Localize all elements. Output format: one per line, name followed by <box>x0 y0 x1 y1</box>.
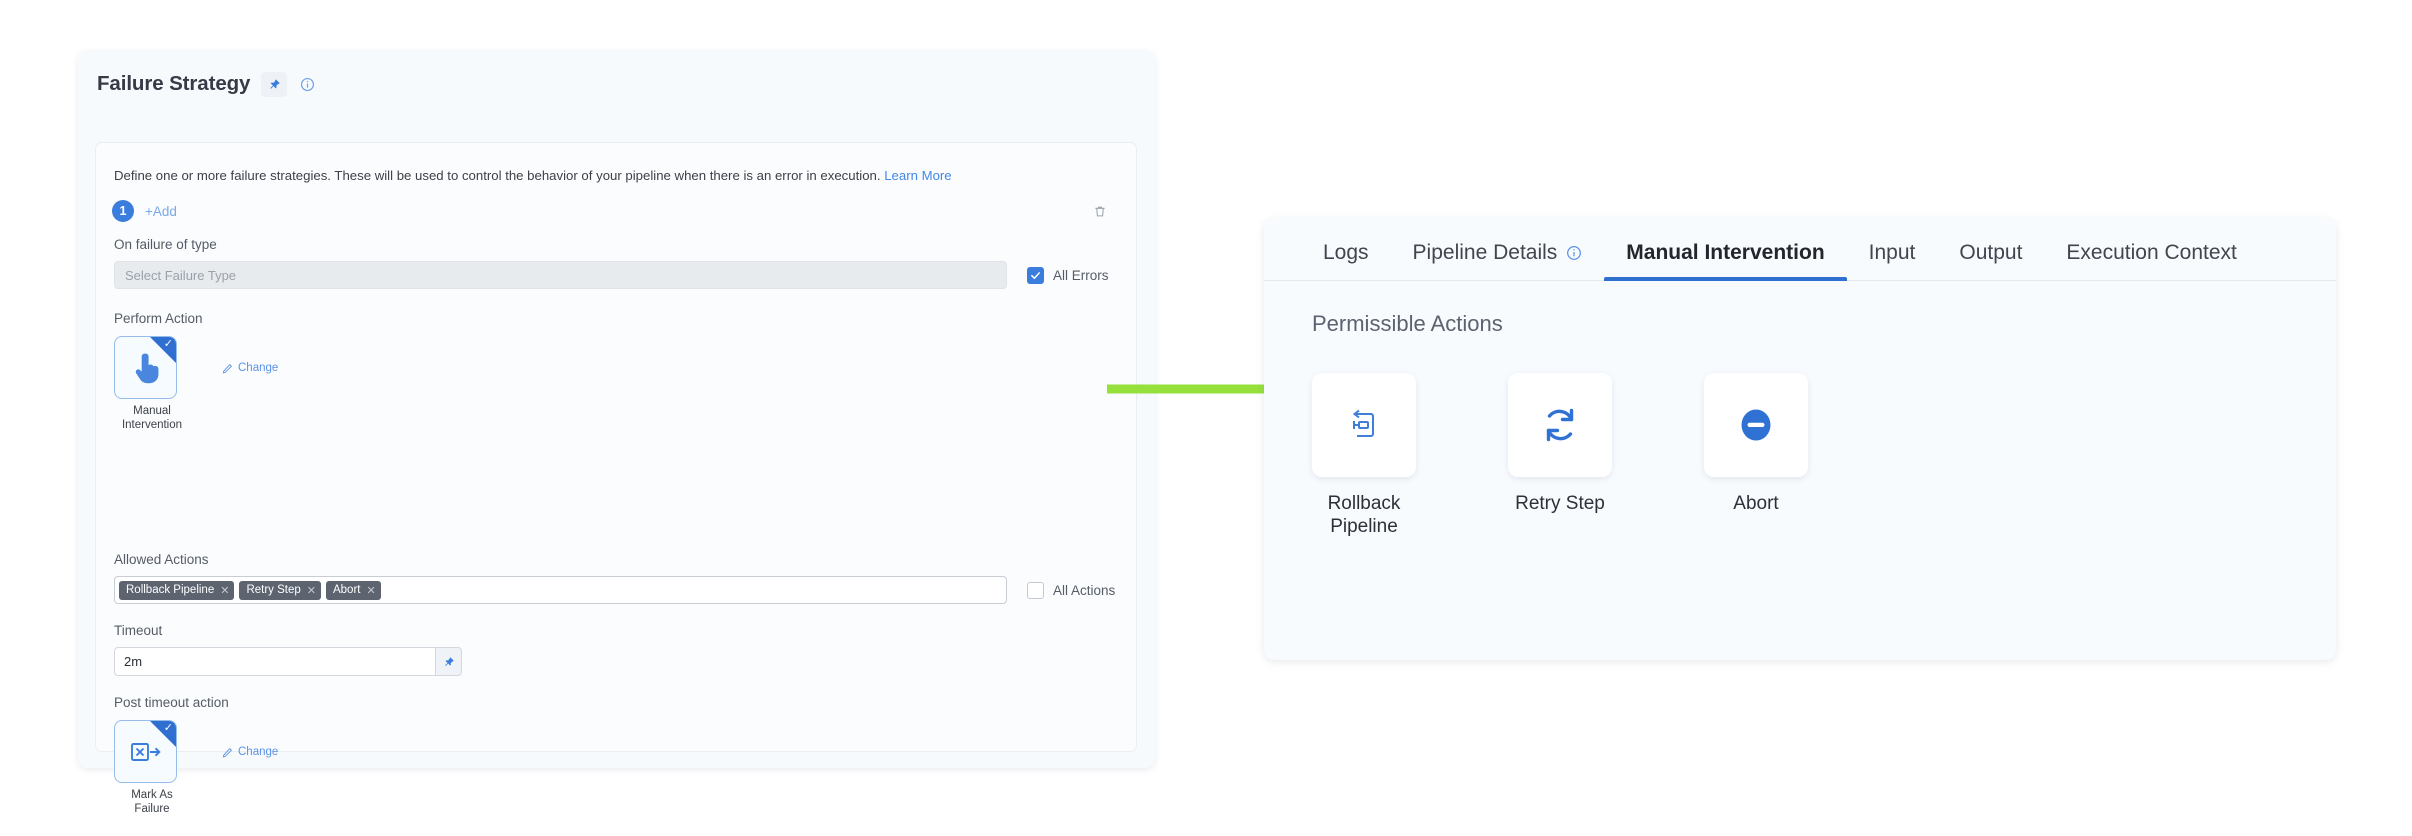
tag-label: Retry Step <box>246 584 301 596</box>
tab-label: Execution Context <box>2066 241 2237 264</box>
allowed-actions-input[interactable]: Rollback Pipeline ✕ Retry Step ✕ Abort ✕ <box>114 576 1007 604</box>
pin-icon[interactable] <box>261 71 288 97</box>
permissible-action-item: Retry Step <box>1508 373 1612 538</box>
trash-icon[interactable] <box>1090 201 1110 221</box>
post-timeout-action-label: Post timeout action <box>114 695 229 710</box>
tab-logs[interactable]: Logs <box>1301 241 1391 280</box>
selected-corner-badge <box>150 337 176 363</box>
post-timeout-change-link[interactable]: Change <box>222 746 278 758</box>
permissible-action-label: Abort <box>1733 493 1779 514</box>
permissible-action-label: Retry Step <box>1515 493 1605 514</box>
tag-item[interactable]: Retry Step ✕ <box>239 580 321 600</box>
description-text: Define one or more failure strategies. T… <box>114 168 952 183</box>
all-actions-checkbox[interactable] <box>1027 581 1044 599</box>
failure-type-select[interactable]: Select Failure Type <box>114 261 1007 289</box>
permissible-action-item: Rollback Pipeline <box>1312 373 1416 538</box>
pencil-icon <box>222 363 233 373</box>
timeout-value: 2m <box>124 654 143 669</box>
permissible-action-label: Rollback Pipeline <box>1327 493 1401 538</box>
tag-item[interactable]: Rollback Pipeline ✕ <box>119 580 235 600</box>
tag-label: Abort <box>332 584 361 596</box>
post-timeout-tile-caption: Mark As Failure <box>131 789 173 816</box>
tab-label: Output <box>1959 241 2023 264</box>
all-actions-checkbox-wrap[interactable]: All Actions <box>1027 581 1116 599</box>
change-label: Change <box>238 746 279 758</box>
permissible-actions-title: Permissible Actions <box>1312 311 1503 336</box>
all-errors-label: All Errors <box>1053 267 1109 283</box>
failure-strategy-card: Failure Strategy Define one or more fail… <box>78 50 1155 815</box>
page-title: Failure Strategy <box>97 72 251 95</box>
tag-remove-icon[interactable]: ✕ <box>366 584 376 597</box>
check-icon: ✓ <box>163 338 173 350</box>
info-circle-icon[interactable] <box>1566 245 1582 261</box>
retry-step-button[interactable] <box>1508 373 1612 477</box>
failure-strategy-header: Failure Strategy <box>78 50 1155 100</box>
tag-item[interactable]: Abort ✕ <box>325 580 381 600</box>
tab-label: Pipeline Details <box>1412 241 1558 264</box>
abort-button[interactable] <box>1704 373 1808 477</box>
all-actions-label: All Actions <box>1053 582 1116 598</box>
allowed-actions-group: Allowed Actions Rollback Pipeline ✕ Retr… <box>114 552 1115 604</box>
all-errors-checkbox[interactable] <box>1027 266 1044 284</box>
add-strategy-row: 1 +Add <box>112 200 177 222</box>
tab-execution-context[interactable]: Execution Context <box>2044 241 2258 280</box>
on-failure-of-type-label: On failure of type <box>114 237 217 252</box>
learn-more-link[interactable]: Learn More <box>884 168 952 183</box>
check-icon: ✓ <box>163 722 173 734</box>
timeout-label: Timeout <box>114 623 163 638</box>
tab-label: Input <box>1868 241 1916 264</box>
timeout-pin-icon[interactable] <box>436 647 462 676</box>
abort-minus-circle-icon <box>1741 409 1771 441</box>
rollback-pipeline-button[interactable] <box>1312 373 1416 477</box>
strategy-number-badge: 1 <box>112 200 134 222</box>
tab-label: Logs <box>1323 241 1369 264</box>
failure-strategy-body: Define one or more failure strategies. T… <box>95 142 1137 815</box>
perform-action-label: Perform Action <box>114 311 203 326</box>
on-failure-of-type-group: On failure of type Select Failure Type A… <box>114 237 1109 289</box>
tab-input[interactable]: Input <box>1847 241 1938 280</box>
description-label: Define one or more failure strategies. T… <box>114 168 881 183</box>
allowed-actions-label: Allowed Actions <box>114 552 209 567</box>
perform-action-change-link[interactable]: Change <box>222 362 278 374</box>
all-errors-checkbox-wrap[interactable]: All Errors <box>1027 266 1109 284</box>
step-details-panel: Logs Pipeline Details Manual Interventio… <box>1264 218 2336 660</box>
retry-refresh-icon <box>1546 408 1574 442</box>
tab-manual-intervention[interactable]: Manual Intervention <box>1604 241 1848 281</box>
permissible-actions-grid: Rollback Pipeline Retry Step <box>1312 373 2336 538</box>
tab-pipeline-details[interactable]: Pipeline Details <box>1391 241 1605 280</box>
rollback-pipeline-icon <box>1352 409 1374 437</box>
perform-action-tile-caption: Manual Intervention <box>121 405 183 432</box>
post-timeout-action-tile[interactable]: ✓ <box>114 720 177 783</box>
tab-output[interactable]: Output <box>1937 241 2044 280</box>
post-timeout-action-group: Post timeout action ✓ Mark <box>114 695 278 817</box>
timeout-group: Timeout 2m <box>114 623 462 676</box>
permissible-action-item: Abort <box>1704 373 1808 538</box>
tag-remove-icon[interactable]: ✕ <box>220 584 230 597</box>
pencil-icon <box>222 747 233 757</box>
timeout-input[interactable]: 2m <box>114 647 436 676</box>
pointing-hand-icon <box>135 353 158 383</box>
change-label: Change <box>238 362 279 374</box>
selected-corner-badge <box>150 721 176 747</box>
failure-type-placeholder: Select Failure Type <box>125 267 237 283</box>
mark-as-failure-icon <box>130 742 161 761</box>
tag-label: Rollback Pipeline <box>126 584 215 596</box>
tab-label: Manual Intervention <box>1626 241 1825 264</box>
perform-action-tile[interactable]: ✓ <box>114 336 177 399</box>
perform-action-group: Perform Action ✓ Manual Intervention <box>114 311 278 433</box>
manual-intervention-body: Permissible Actions Rollback Pipeline <box>1264 281 2336 538</box>
add-strategy-link[interactable]: +Add <box>145 203 177 219</box>
info-circle-icon[interactable] <box>298 75 316 93</box>
tag-remove-icon[interactable]: ✕ <box>306 584 316 597</box>
tabs-bar: Logs Pipeline Details Manual Interventio… <box>1264 218 2336 281</box>
